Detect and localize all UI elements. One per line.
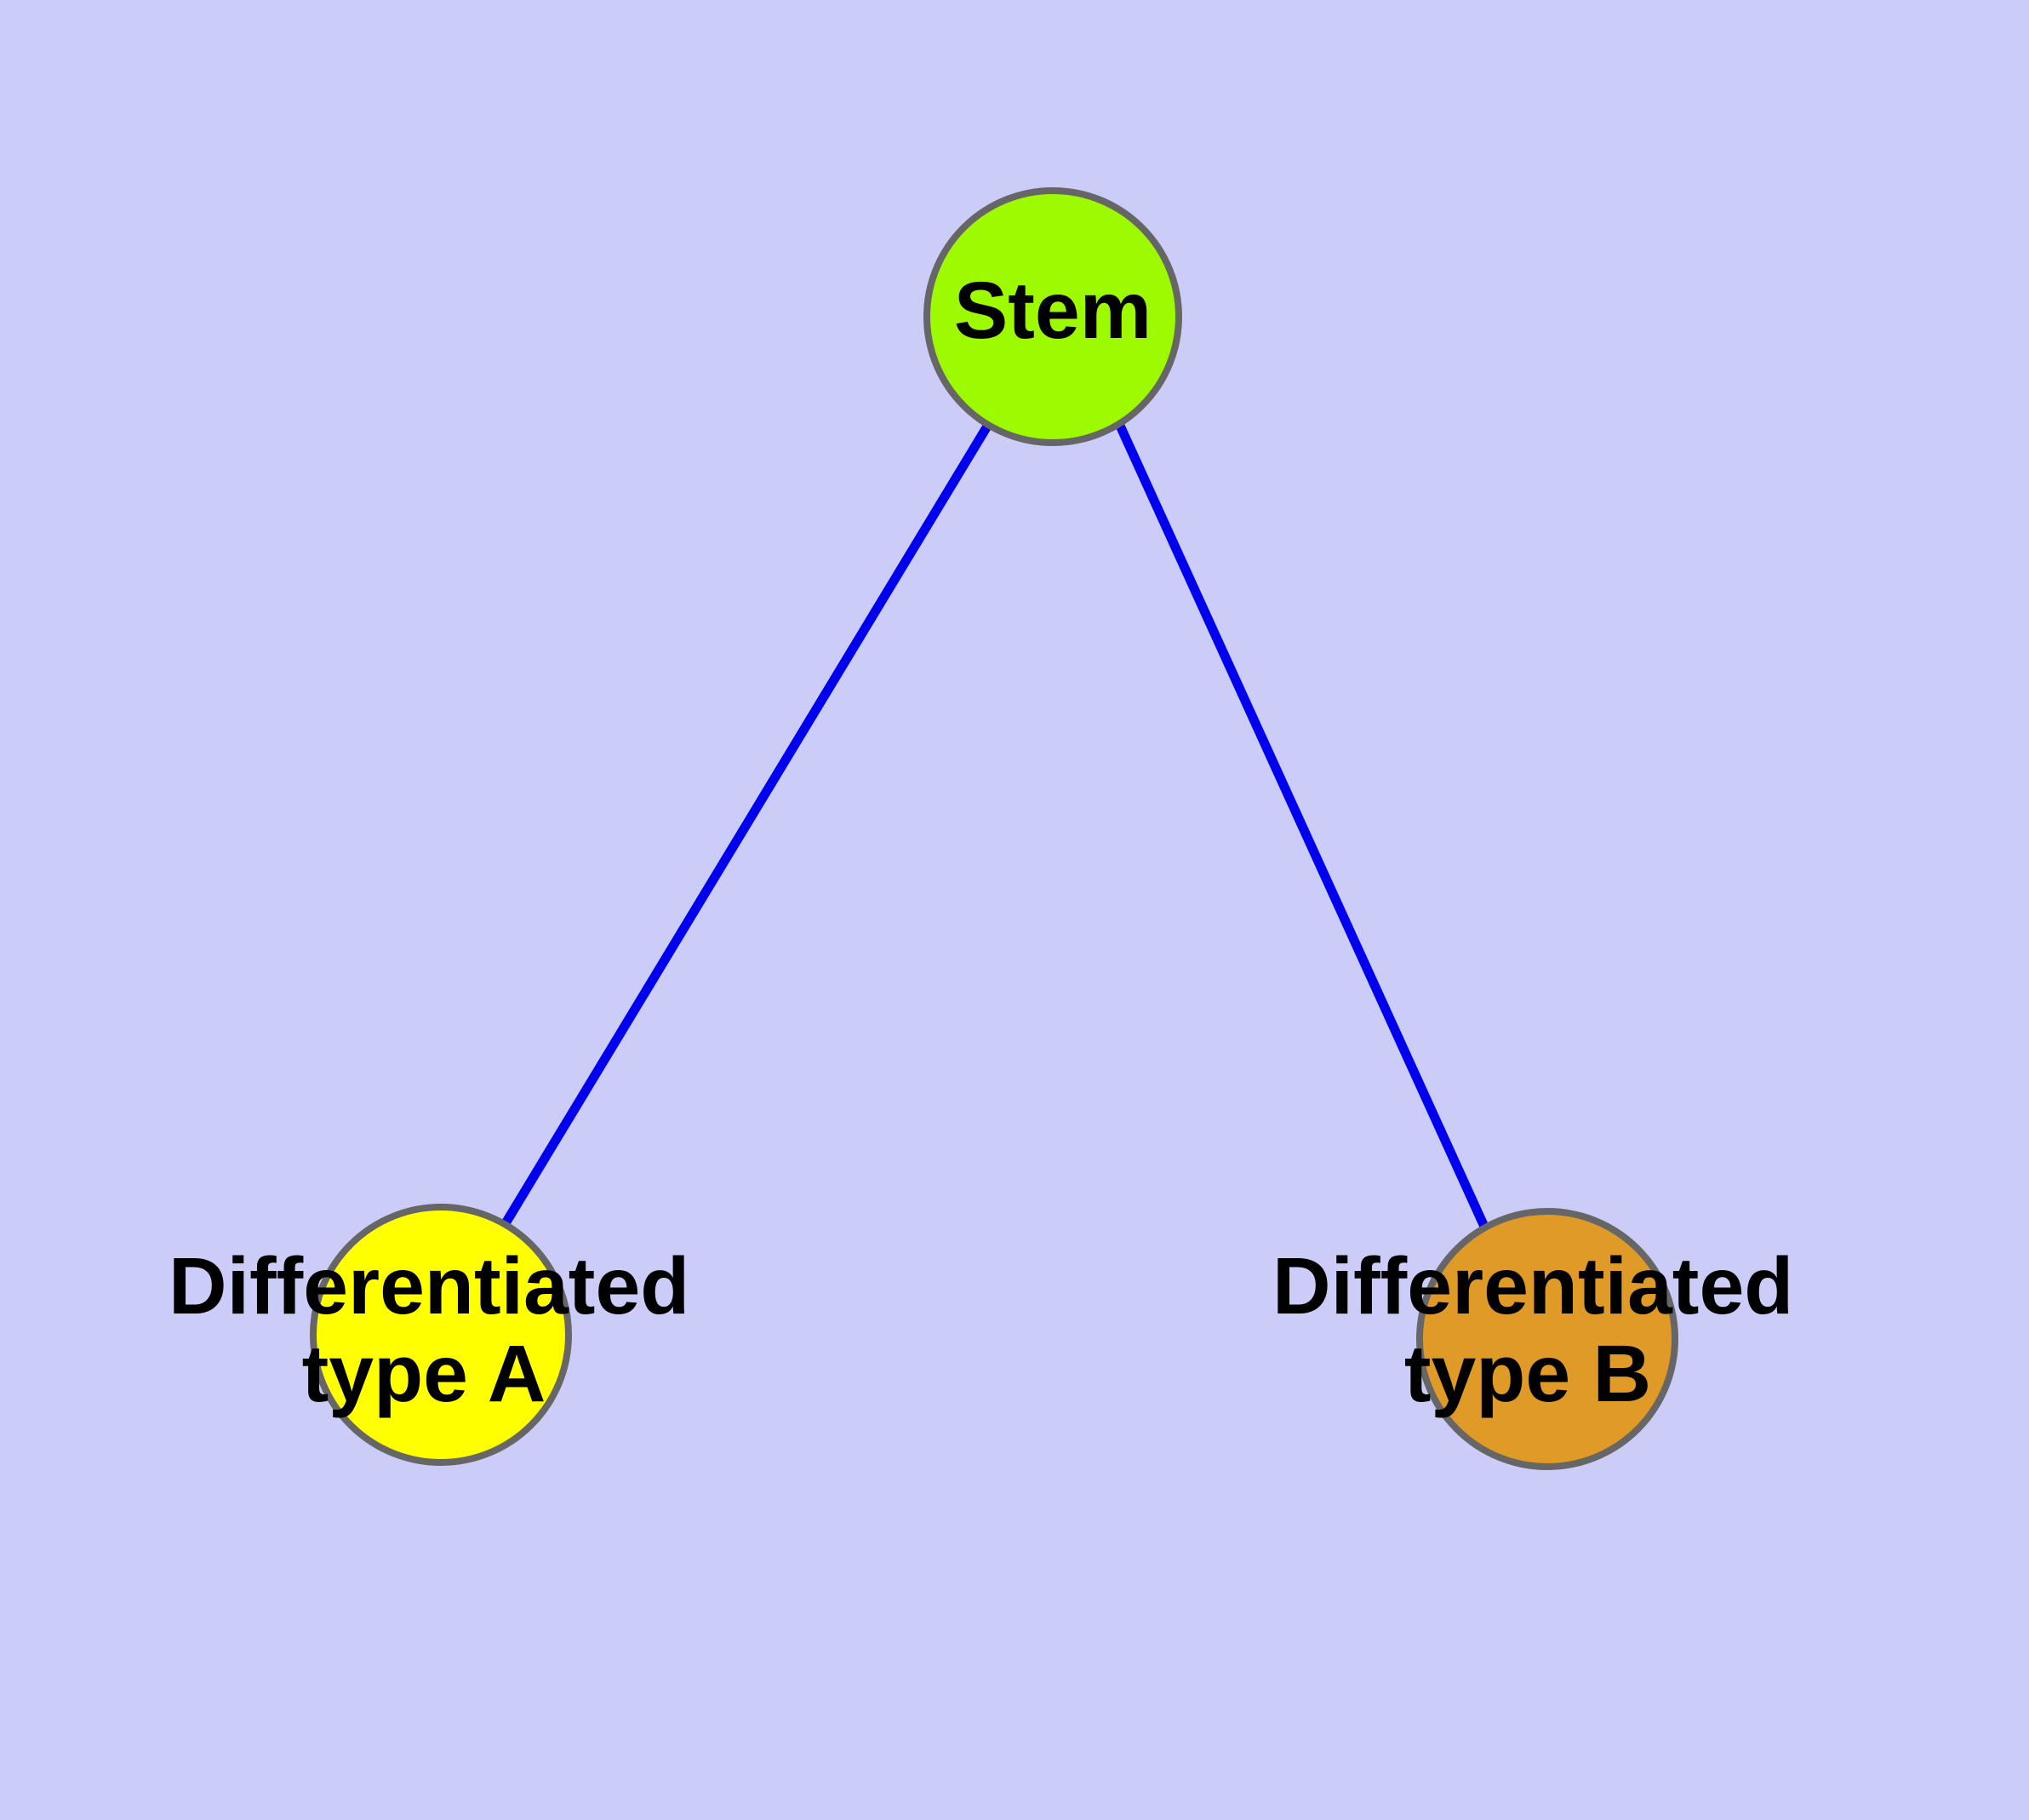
edge-stem-to-differentiated-type-b[interactable] bbox=[1115, 423, 1490, 1231]
node-differentiated-type-b[interactable] bbox=[1416, 1208, 1678, 1470]
edge-stem-to-differentiated-type-a[interactable] bbox=[501, 422, 992, 1226]
node-layer bbox=[310, 187, 1678, 1470]
node-differentiated-type-a[interactable] bbox=[310, 1204, 572, 1466]
edge-layer bbox=[501, 422, 1490, 1231]
node-stem[interactable] bbox=[923, 187, 1182, 446]
